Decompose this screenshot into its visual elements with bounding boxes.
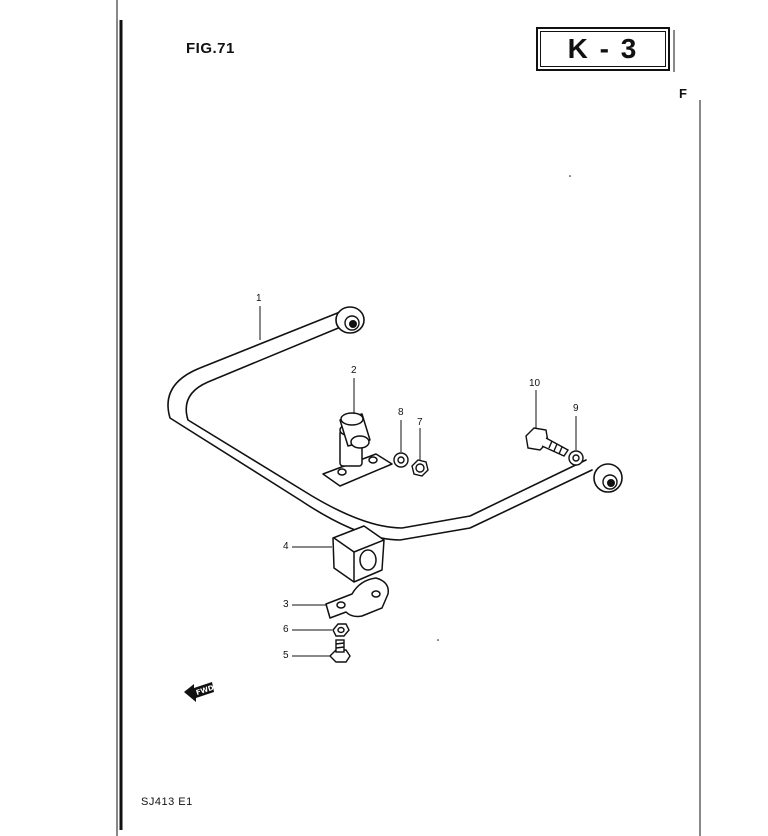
washer-8 <box>393 452 409 468</box>
callout-3: 3 <box>283 599 289 610</box>
mount-bracket <box>322 412 393 487</box>
stabilizer-bar <box>167 306 623 541</box>
clamp-3 <box>325 577 389 619</box>
edge-char: F <box>679 86 687 101</box>
callout-5: 5 <box>283 650 289 661</box>
section-code-box: K - 3 <box>536 27 670 71</box>
nut-6 <box>332 623 350 637</box>
nut-7 <box>411 459 429 477</box>
model-code: SJ413 E1 <box>141 796 193 808</box>
callout-9: 9 <box>573 403 579 414</box>
scan-speck <box>569 175 571 177</box>
forward-arrow-icon: FWD <box>184 682 215 702</box>
bolt-5 <box>329 639 351 663</box>
callout-4: 4 <box>283 541 289 552</box>
scan-speck <box>437 639 439 641</box>
callout-6: 6 <box>283 624 289 635</box>
callout-7: 7 <box>417 417 423 428</box>
callout-10: 10 <box>529 378 541 389</box>
section-code: K - 3 <box>540 31 666 67</box>
leader-lines <box>259 306 577 657</box>
washer-9 <box>568 450 584 466</box>
callout-2: 2 <box>351 365 357 376</box>
bolt-10 <box>525 427 570 457</box>
figure-label: FIG.71 <box>186 40 235 57</box>
bushing-4 <box>332 525 385 583</box>
callout-1: 1 <box>256 293 262 304</box>
callout-8: 8 <box>398 407 404 418</box>
fwd-label: FWD <box>195 684 215 697</box>
